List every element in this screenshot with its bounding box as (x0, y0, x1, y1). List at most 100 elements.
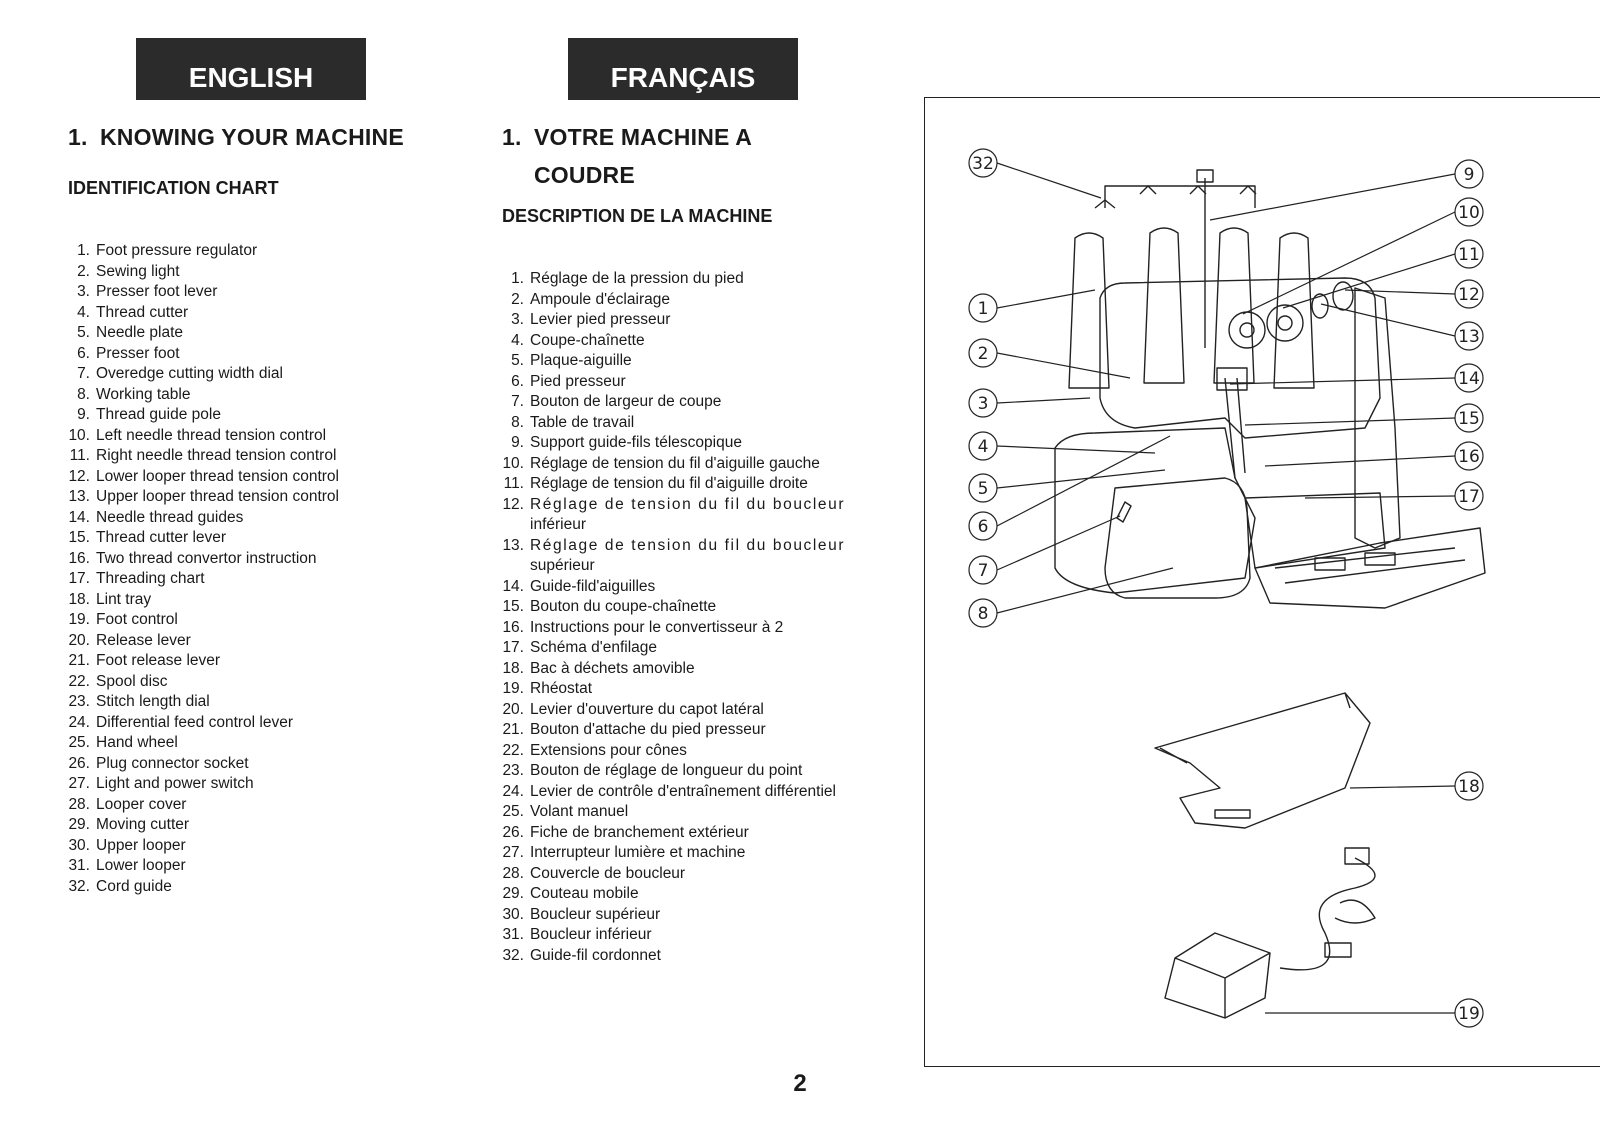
list-item: 1.Réglage de la pression du pied (502, 269, 892, 290)
item-label: Coupe-chaînette (530, 331, 645, 349)
item-number: 6. (77, 344, 90, 362)
item-label: Guide-fil cordonnet (530, 946, 661, 964)
callout-leaders (996, 162, 1456, 1014)
item-label: Extensions pour cônes (530, 741, 687, 759)
svg-text:15: 15 (1458, 409, 1480, 429)
list-item: 5. Plaque-aiguille (502, 351, 892, 372)
svg-text:5: 5 (978, 479, 989, 499)
item-number: 22. (502, 741, 524, 759)
item-label: Levier de contrôle d'entraînement différ… (530, 782, 836, 800)
list-item: 5.Needle plate (68, 323, 488, 344)
item-number: 3. (77, 283, 90, 300)
svg-text:13: 13 (1458, 327, 1480, 347)
item-number: 25. (502, 803, 524, 820)
thread-cone (1213, 227, 1255, 384)
item-number: 16. (502, 618, 524, 636)
list-item: 9.Support guide-fils télescopique (502, 433, 892, 454)
list-item: 26.Plug connector socket (68, 754, 488, 775)
item-number: 10. (502, 454, 524, 472)
item-number: 20. (68, 631, 90, 649)
item-label: Hand wheel (96, 734, 178, 751)
item-number: 28. (68, 795, 90, 813)
callout-7: 7 (968, 555, 998, 585)
working-table (1244, 492, 1386, 569)
list-item: 23.Stitch length dial (68, 692, 488, 713)
tension-dial-lower (1332, 281, 1354, 311)
item-number: 7. (511, 393, 524, 410)
item-label: Plaque-aiguille (530, 352, 632, 369)
item-label: Réglage de tension du fil d'aiguille gau… (530, 454, 820, 472)
list-item: 25.Hand wheel (68, 733, 488, 754)
list-item: 10. Réglage de tension du fil d'aiguille … (502, 454, 892, 475)
item-label: Fiche de branchement extérieur (530, 823, 749, 841)
item-label: supérieur (530, 557, 595, 574)
svg-text:3: 3 (978, 394, 989, 414)
list-item: 15. Bouton du coupe-chaînette (502, 597, 892, 618)
looper-cover (1104, 477, 1251, 599)
callout-4: 4 (968, 431, 998, 461)
callout-10: 10 (1454, 197, 1484, 227)
item-number (502, 556, 530, 577)
callout-14: 14 (1454, 363, 1484, 393)
item-label: Bouton d'attache du pied presseur (530, 721, 766, 738)
item-label: Volant manuel (530, 803, 629, 820)
item-number: 9. (77, 406, 90, 423)
item-label: Spool disc (96, 672, 168, 690)
item-number: 30. (502, 905, 524, 923)
item-label: Presser foot (96, 344, 180, 362)
item-number: 14. (68, 508, 90, 526)
list-item: 7.Overedge cutting width dial (68, 364, 488, 385)
english-banner: ENGLISH (136, 38, 366, 100)
thread-guides (1094, 185, 1257, 209)
item-number: 18. (68, 590, 90, 608)
machine-illustration-frame: 32 1 2 3 4 5 6 7 8 9 10 11 12 13 14 15 1… (924, 97, 1600, 1067)
item-label: Bouton du coupe-chaînette (530, 598, 717, 615)
list-item: 29.Moving cutter (68, 815, 488, 836)
callout-3: 3 (968, 388, 998, 418)
list-item: 22. Extensions pour cônes (502, 741, 892, 762)
callout-18: 18 (1454, 771, 1484, 801)
item-label: Foot release lever (96, 652, 221, 669)
item-number: 12. (502, 495, 524, 513)
item-number: 30. (68, 836, 90, 854)
item-label: Boucleur supérieur (530, 905, 661, 923)
list-item: 21.Bouton d'attache du pied presseur (502, 720, 892, 741)
item-label: Table de travail (530, 413, 635, 431)
item-label: Instructions pour le convertisseur à 2 (530, 618, 784, 636)
item-label: Schéma d'enfilage (530, 639, 658, 656)
item-number: 10. (68, 426, 90, 444)
item-number: 17. (68, 570, 90, 587)
svg-text:16: 16 (1458, 447, 1480, 467)
item-number: 5. (511, 352, 524, 369)
item-number (502, 515, 530, 536)
svg-text:18: 18 (1458, 777, 1480, 797)
item-number: 26. (68, 754, 90, 772)
item-number: 8. (77, 385, 90, 403)
svg-text:17: 17 (1458, 487, 1480, 507)
list-item: 21.Foot release lever (68, 651, 488, 672)
list-item: 26.Fiche de branchement extérieur (502, 823, 892, 844)
item-label: Needle thread guides (96, 508, 244, 526)
item-label: Threading chart (96, 570, 205, 587)
item-label: Needle plate (96, 324, 184, 341)
list-item: 11.Réglage de tension du fil d'aiguille … (502, 474, 892, 495)
svg-text:4: 4 (978, 437, 989, 457)
list-item: 2.Sewing light (68, 262, 488, 283)
item-label: Réglage de tension du fil d'aiguille dro… (530, 475, 808, 492)
item-label: Boucleur inférieur (530, 926, 652, 943)
section-title-text: VOTRE MACHINE A COUDRE (534, 118, 892, 194)
list-item: 10.Left needle thread tension control (68, 426, 488, 447)
serger-illustration: 32 1 2 3 4 5 6 7 8 9 10 11 12 13 14 15 1… (968, 148, 1486, 1028)
list-item: 20.Release lever (68, 631, 488, 652)
list-item: 14.Guide-fild'aiguilles (502, 577, 892, 598)
callout-6: 6 (968, 511, 998, 541)
list-item: 11.Right needle thread tension control (68, 446, 488, 467)
item-label: Levier d'ouverture du capot latéral (530, 700, 764, 718)
list-item: inférieur (502, 515, 892, 536)
item-number: 6. (511, 372, 524, 390)
list-item: 20.Levier d'ouverture du capot latéral (502, 700, 892, 721)
item-label: Looper cover (96, 795, 187, 813)
item-number: 1. (511, 270, 524, 287)
item-number: 15. (502, 598, 524, 615)
callout-12: 12 (1454, 279, 1484, 309)
